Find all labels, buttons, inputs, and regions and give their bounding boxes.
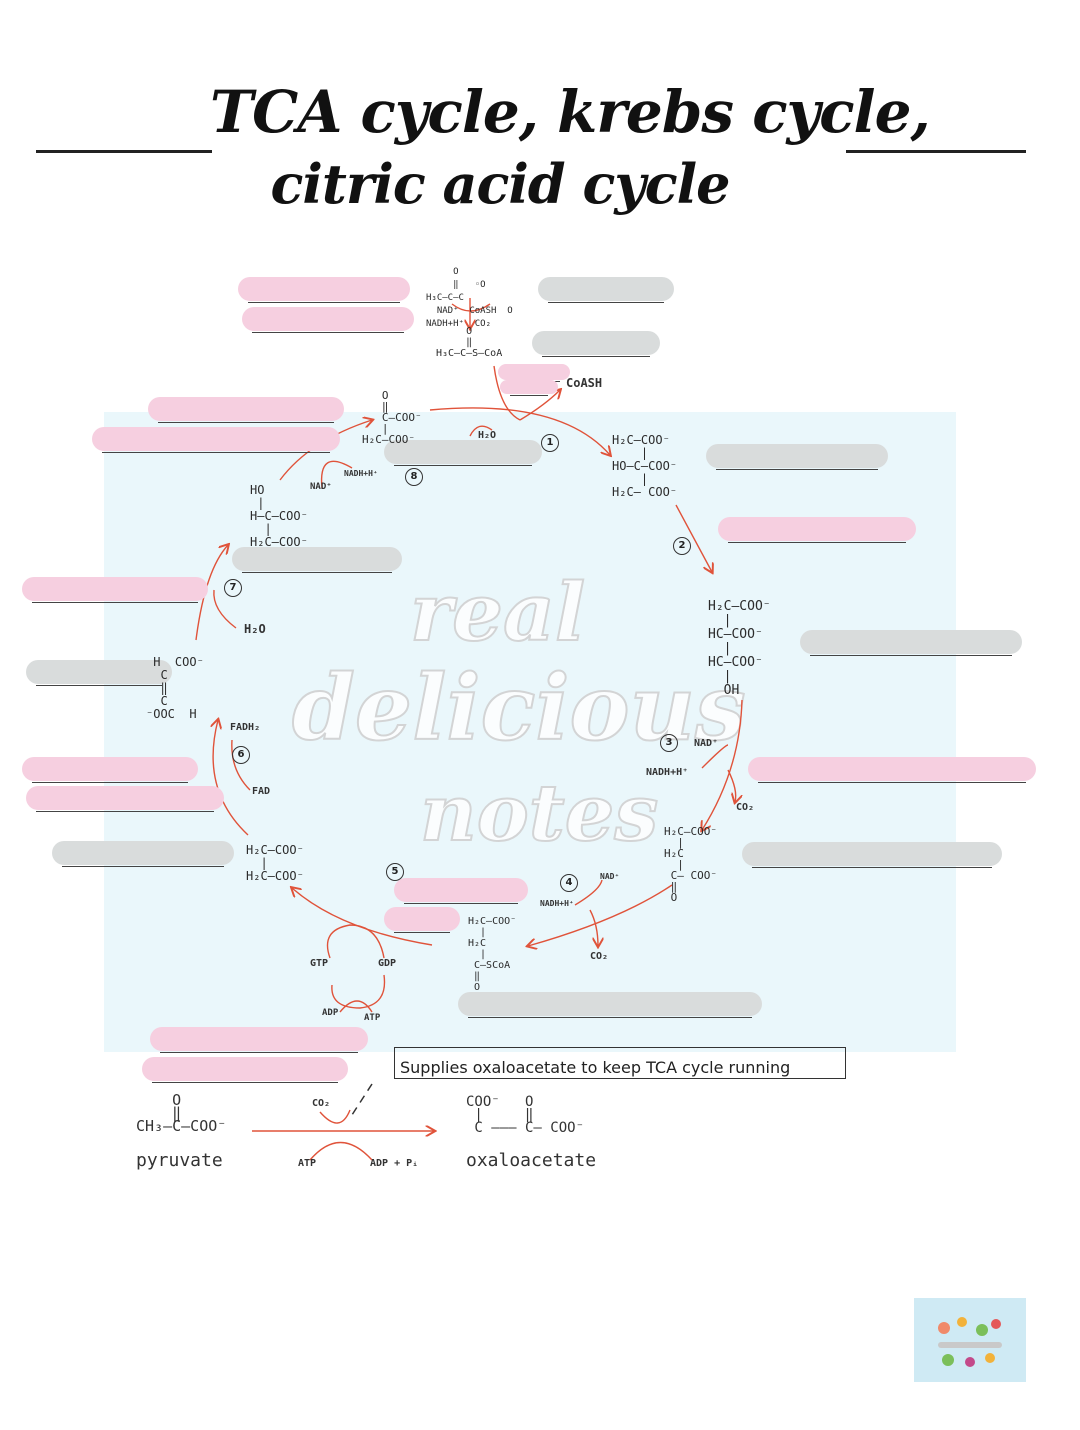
blank-pyruvate-carboxylase-a[interactable] [150, 1027, 368, 1053]
brand-logo [914, 1298, 1026, 1382]
alpha-ketoglutarate-structure: H₂C–COO⁻ | H₂C | C– COO⁻ ‖ O [664, 825, 717, 904]
blank-acetyl-coa[interactable] [532, 331, 660, 357]
title-rule-left [36, 150, 212, 153]
page-title-line2: citric acid cycle [270, 152, 731, 216]
nadh-label-step3: NADH+H⁺ [646, 767, 689, 778]
adp-label: ADP [322, 1008, 339, 1018]
blank-step2-enzyme[interactable] [718, 517, 916, 543]
blank-step8-enzyme-a[interactable] [148, 397, 344, 423]
step-7-marker: 7 [224, 579, 242, 597]
page-title-line1: TCA cycle, krebs cycle, [210, 78, 931, 146]
h2o-label-step7: H₂O [244, 622, 266, 636]
step-8-marker: 8 [405, 468, 423, 486]
atp-label-anaplerotic: ATP [298, 1158, 317, 1169]
h2o-label-step1: H₂O [478, 430, 497, 441]
blank-step8-enzyme-b[interactable] [92, 427, 340, 453]
blank-fumarate[interactable] [26, 660, 172, 686]
blank-pyruvate-dehydrogenase-2[interactable] [242, 307, 414, 333]
blank-alpha-ketoglutarate[interactable] [742, 842, 1002, 868]
blank-step6-enzyme-b[interactable] [26, 786, 224, 812]
oxaloacetate-structure: O ‖ C–COO⁻ | H₂C–COO⁻ [362, 389, 422, 446]
title-rule-right [846, 150, 1026, 153]
step-4-marker: 4 [560, 874, 578, 892]
fad-label: FAD [252, 786, 271, 797]
blank-citrate[interactable] [706, 444, 888, 470]
step-2-marker: 2 [673, 537, 691, 555]
atp-label: ATP [364, 1013, 381, 1023]
blank-isocitrate[interactable] [800, 630, 1022, 656]
co2-label-anaplerotic: CO₂ [312, 1098, 331, 1109]
oxaloacetate-bottom-label: oxaloacetate [466, 1150, 597, 1171]
gtp-label: GTP [310, 958, 329, 969]
oxaloacetate-bottom-structure: COO⁻ O | ‖ C ——— C— COO⁻ [466, 1094, 585, 1136]
blank-oxaloacetate[interactable] [384, 440, 542, 466]
step-6-marker: 6 [232, 746, 250, 764]
watermark-line1: real [409, 564, 586, 660]
blank-step7-enzyme[interactable] [22, 577, 208, 603]
blank-pyruvate-carboxylase-b[interactable] [142, 1057, 348, 1083]
blank-malate[interactable] [232, 547, 402, 573]
step-1-marker: 1 [541, 434, 559, 452]
blank-pyruvate-dehydrogenase-1[interactable] [238, 277, 410, 303]
blank-succinate[interactable] [52, 841, 234, 867]
step-3-marker: 3 [660, 734, 678, 752]
nad-label-step3: NAD⁺ [694, 738, 719, 749]
co2-label-step4: CO₂ [590, 951, 609, 962]
nad-label-step4: NAD⁺ [600, 872, 620, 881]
acetyl-coa-structure: O ‖ H₃C–C–S–CoA [436, 326, 503, 359]
isocitrate-structure: H₂C–COO⁻ | HC–COO⁻ | HC–COO⁻ | OH [708, 599, 771, 698]
blank-step1-enzyme-a[interactable] [498, 364, 570, 382]
nadh-label-step4: NADH+H⁺ [540, 899, 574, 908]
nad-label-step8: NAD⁺ [310, 482, 332, 492]
citrate-structure: H₂C–COO⁻ | HO–C–COO⁻ | H₂C– COO⁻ [612, 433, 678, 499]
blank-step6-enzyme-a[interactable] [22, 757, 198, 783]
blank-step1-enzyme-b[interactable] [500, 380, 558, 396]
pyruvate-structure: O ‖ ◦O H₃C–C–C NAD⁺ CoASH O NADH+H⁺ CO₂ [426, 267, 513, 329]
blank-step3-enzyme[interactable] [748, 757, 1036, 783]
note-text: Supplies oxaloacetate to keep TCA cycle … [400, 1058, 791, 1077]
blank-step5-enzyme-b[interactable] [384, 907, 460, 933]
pyruvate-bottom-label: pyruvate [136, 1150, 223, 1171]
blank-step5-enzyme-a[interactable] [394, 878, 528, 904]
fumarate-structure: H COO⁻ C ‖ C ⁻OOC H [146, 655, 204, 721]
succinyl-coa-structure: H₂C–COO⁻ | H₂C | C–SCoA ‖ O [468, 916, 517, 993]
step-5-marker: 5 [386, 863, 404, 881]
coash-label: CoASH [566, 376, 603, 390]
nadh-label-step8: NADH+H⁺ [344, 469, 378, 478]
pyruvate-bottom-structure: O ‖ CH₃–C–COO⁻ [136, 1091, 227, 1135]
adp-label-anaplerotic: ADP + Pᵢ [370, 1158, 419, 1169]
co2-label-step3: CO₂ [736, 802, 755, 813]
malate-structure: HO | H–C–COO⁻ | H₂C–COO⁻ [250, 483, 308, 549]
fadh2-label: FADH₂ [230, 722, 261, 733]
blank-succinyl-coa[interactable] [458, 992, 762, 1018]
note-box [394, 1047, 846, 1079]
fruit-logo-icon [938, 1317, 1002, 1367]
blank-pyruvate[interactable] [538, 277, 674, 303]
gdp-label: GDP [378, 958, 397, 969]
succinate-structure: H₂C–COO⁻ | H₂C–COO⁻ [246, 843, 304, 883]
watermark-line3: notes [419, 767, 659, 860]
